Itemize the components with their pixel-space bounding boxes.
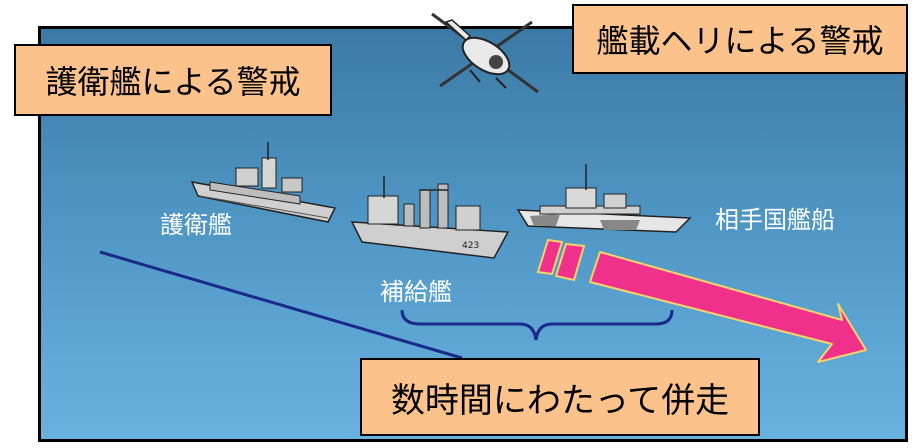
foreign-ship-label: 相手国艦船 — [715, 206, 835, 234]
movement-arrow-icon — [536, 238, 867, 363]
escort-watch-callout: 護衛艦による警戒 — [14, 44, 332, 116]
parallel-sailing-callout: 数時間にわたって併走 — [360, 358, 760, 436]
escort-watch-line — [99, 250, 463, 360]
foreign-ship-icon — [516, 164, 692, 233]
hull-number: 423 — [462, 241, 479, 251]
helicopter-icon — [431, 12, 539, 94]
brace-icon — [400, 309, 674, 341]
escort-ship-icon — [190, 142, 337, 223]
escort-ship-label: 護衛艦 — [160, 211, 232, 239]
helicopter-watch-callout: 艦載ヘリによる警戒 — [572, 4, 908, 74]
supply-ship-label: 補給艦 — [380, 278, 452, 306]
supply-ship-icon: 423 — [350, 176, 510, 259]
